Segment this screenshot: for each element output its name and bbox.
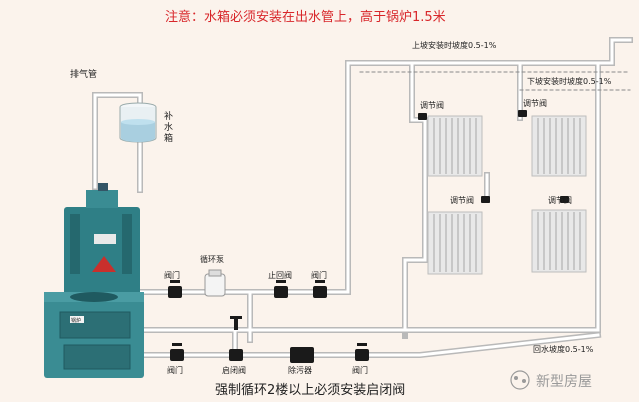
bottom-caption: 强制循环2楼以上必须安装启闭阀 [215,383,405,398]
installation-note: 注意：水箱必须安装在出水管上，高于锅炉1.5米 [165,9,446,25]
radiator [531,115,587,177]
check-valve-icon [274,280,288,298]
radiator [427,115,483,177]
valves [168,110,569,363]
label-valve-bottom-right: 阀门 [352,365,368,375]
boiler-badge: 锅炉 [71,317,81,324]
label-exhaust-pipe: 排气管 [70,68,97,80]
label-valve-bottom-left: 阀门 [167,365,183,375]
radiator [531,209,587,273]
label-regulating-valve-2: 调节阀 [523,99,547,108]
label-regulating-valve-3: 调节阀 [450,196,474,205]
filter-icon [290,347,314,363]
label-return-slope: 回水坡度0.5-1% [533,344,594,354]
label-valve-top-left: 阀门 [164,270,180,280]
label-tank-1: 补 [164,110,173,122]
label-down-slope: 下坡安装时坡度0.5-1% [527,76,612,86]
valve-icon [355,343,369,361]
watermark-text: 新型房屋 [536,374,592,390]
label-open-close-valve: 启闭阀 [222,365,246,375]
boiler: 锅炉 [44,183,144,378]
open-close-valve-icon [229,316,243,361]
radiators [427,115,587,275]
valve-icon [168,280,182,298]
valve-icon [313,280,327,298]
label-tank-2: 水 [164,121,173,133]
makeup-water-tank [119,102,157,143]
label-tank-3: 箱 [164,132,173,144]
label-filter: 除污器 [288,365,312,375]
label-up-slope: 上坡安装时坡度0.5-1% [412,40,497,50]
valve-icon [170,343,184,361]
regulating-valve-icon [518,110,527,117]
radiator [427,211,483,275]
regulating-valve-icon [481,196,490,203]
watermark: 新型房屋 [510,370,592,390]
label-regulating-valve-4: 调节阀 [548,196,572,205]
label-regulating-valve-1: 调节阀 [420,101,444,110]
regulating-valve-icon [418,113,427,120]
label-valve-top-right: 阀门 [311,270,327,280]
label-pump: 循环泵 [200,254,224,264]
label-check-valve: 止回阀 [268,270,292,280]
circulation-pump [204,269,226,297]
regulating-valve-icon [560,196,569,203]
